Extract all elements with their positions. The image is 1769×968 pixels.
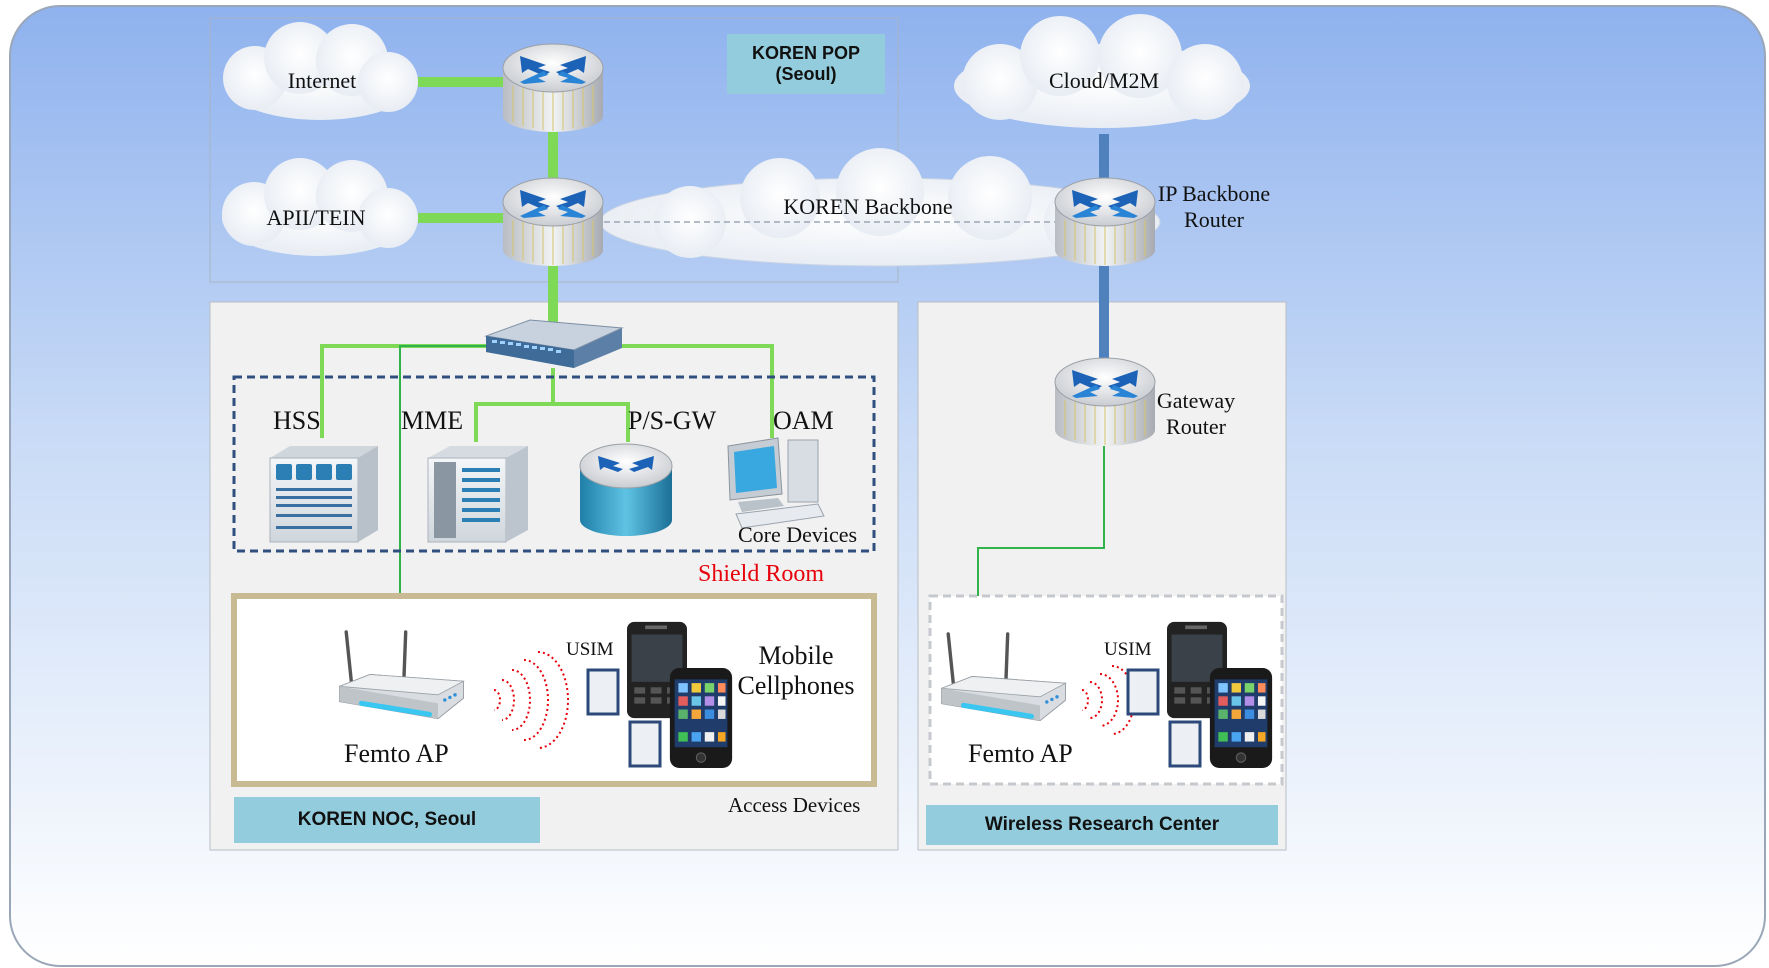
ip-backbone-router-icon: [1054, 177, 1156, 267]
gateway-line1: Gateway: [1156, 388, 1236, 413]
sim-card-icon: [1168, 720, 1202, 768]
ip-backbone-line2: Router: [1184, 207, 1244, 232]
koren-backbone-label: KOREN Backbone: [783, 194, 953, 219]
wrc-femto-ap-label: Femto AP: [968, 739, 1073, 768]
mobile-cellphones-label: Mobile Cellphones: [738, 641, 855, 701]
mobile-line2: Cellphones: [737, 671, 855, 700]
femto-ap-label: Femto AP: [344, 739, 449, 768]
psgw-label: P/S-GW: [628, 406, 717, 435]
core-devices-box: [232, 375, 876, 553]
pop-bottom-router-icon: [502, 177, 604, 267]
sim-card-icon: [628, 720, 662, 768]
core-devices-label: Core Devices: [738, 522, 858, 547]
cellphone-icon: [1209, 667, 1273, 769]
koren-pop-line2: (Seoul): [775, 64, 837, 84]
wrc-badge: Wireless Research Center: [926, 805, 1278, 845]
koren-pop-badge: KOREN POP (Seoul): [727, 34, 885, 94]
pop-top-router-icon: [502, 43, 604, 133]
hss-server-icon: [269, 446, 378, 543]
gateway-router-label: Gateway Router: [1157, 388, 1235, 440]
apii-label: APII/TEIN: [266, 205, 366, 230]
internet-label: Internet: [287, 68, 357, 93]
mobile-line1: Mobile: [758, 641, 834, 670]
computer-icon: [727, 437, 825, 529]
wireless-signal-icon: [1081, 665, 1135, 735]
shield-room-label: Shield Room: [698, 561, 825, 587]
sim-card-icon: [586, 668, 620, 716]
switch-icon: [484, 319, 624, 368]
network-links: [320, 77, 1109, 688]
sim-card-icon: [1126, 668, 1160, 716]
oam-label: OAM: [773, 406, 834, 435]
psgw-router-icon: [579, 443, 673, 536]
wireless-signal-icon: [493, 651, 569, 749]
hss-label: HSS: [273, 406, 321, 435]
cloud-m2m-icon: [954, 14, 1250, 128]
gateway-router-icon: [1054, 357, 1156, 447]
cloud-m2m-label: Cloud/M2M: [1048, 68, 1160, 93]
wrc-usim-label: USIM: [1104, 639, 1152, 660]
gateway-line2: Router: [1166, 414, 1226, 439]
koren-pop-line1: KOREN POP: [751, 43, 861, 63]
apii-cloud-icon: [222, 158, 418, 256]
cellphone-icon: [669, 667, 733, 769]
ip-backbone-line1: IP Backbone: [1157, 181, 1271, 206]
internet-cloud-icon: [223, 22, 418, 120]
koren-noc-badge: KOREN NOC, Seoul: [234, 797, 540, 843]
mme-label: MME: [401, 406, 464, 435]
mme-server-icon: [427, 446, 528, 543]
ip-backbone-router-label: IP Backbone Router: [1158, 181, 1270, 233]
usim-label: USIM: [566, 639, 614, 660]
access-devices-label: Access Devices: [728, 793, 861, 817]
